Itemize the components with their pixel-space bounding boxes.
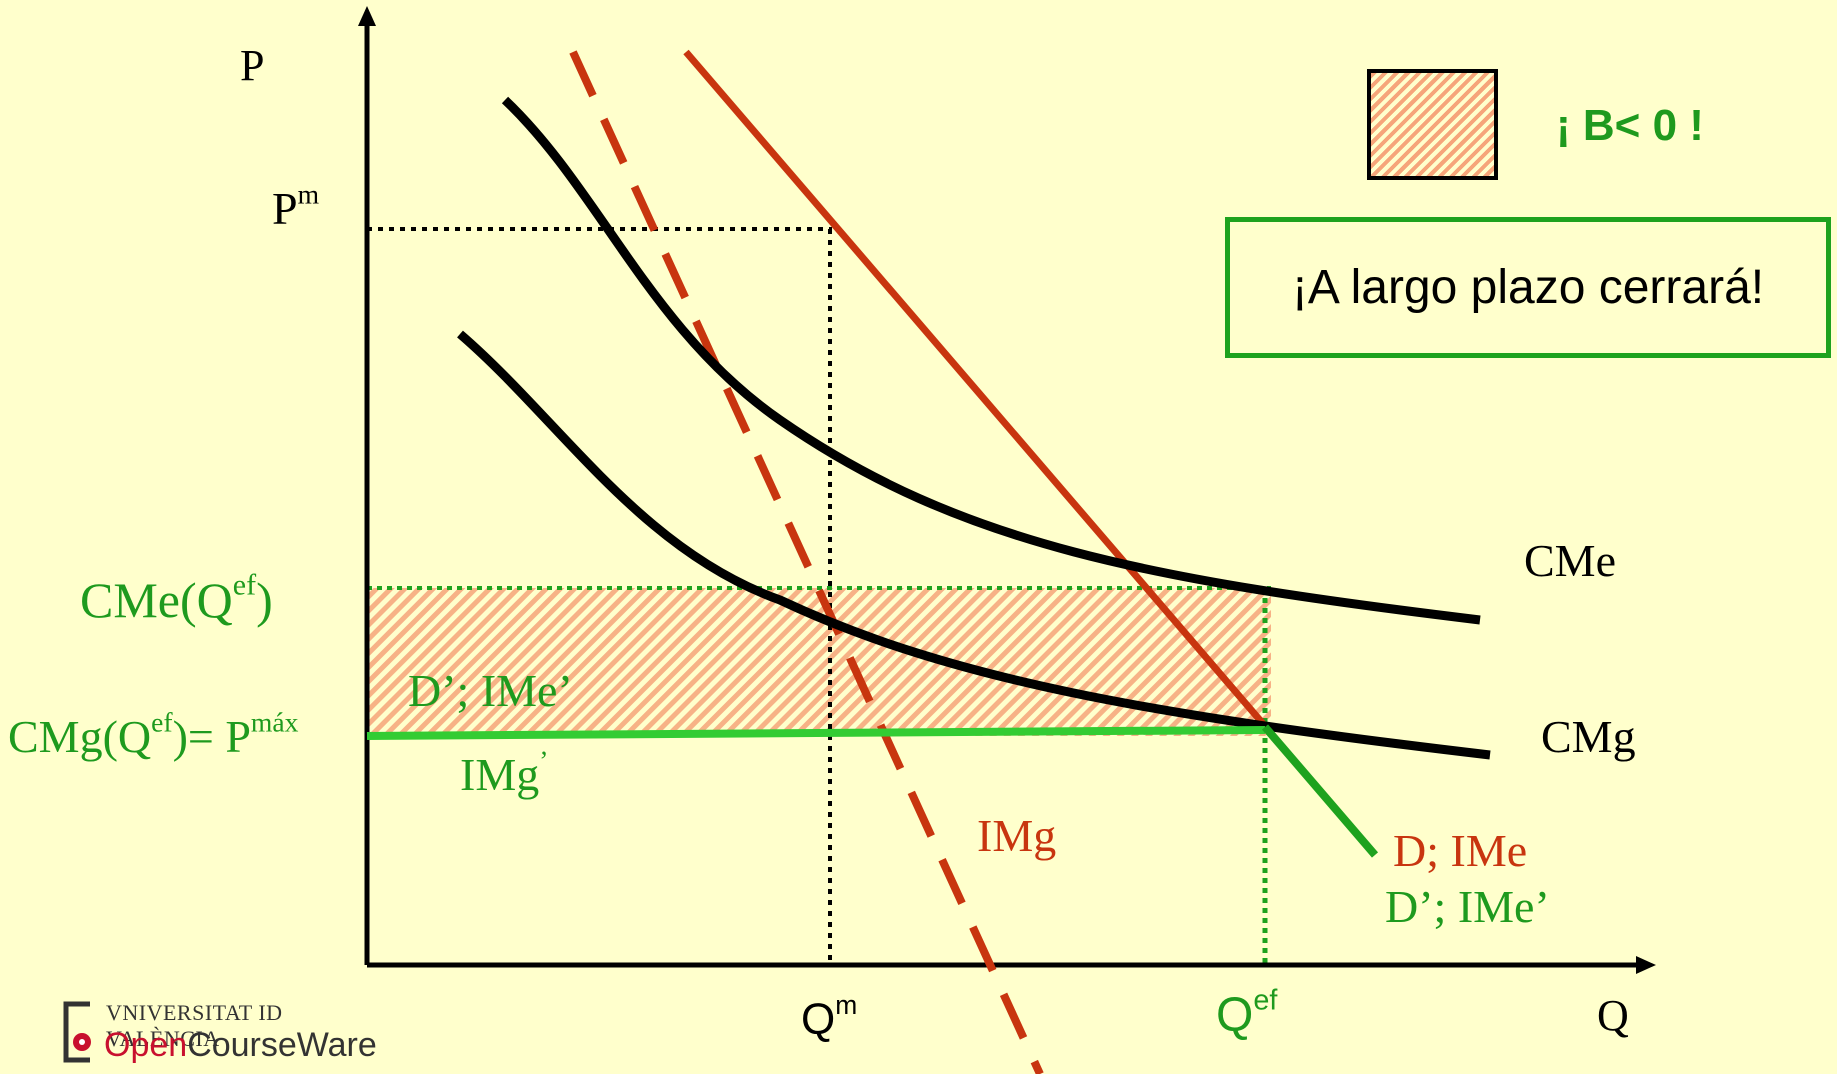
cme-qef-label: CMe(Qef) (80, 570, 273, 628)
qef-sup: ef (1253, 984, 1278, 1017)
price-axis-label: P (240, 44, 264, 88)
cmg-qef-a: CMg(Q (8, 711, 152, 762)
cmg-label: CMg (1541, 714, 1636, 760)
cme-qef-b: ) (256, 572, 273, 628)
marginal-revenue-curve (569, 50, 1044, 1074)
qef-label: Qef (1216, 986, 1277, 1042)
d-ime-prime-left-text: D’; IMe’ (408, 665, 573, 716)
d-ime-text: D; IMe (1393, 825, 1528, 876)
quantity-axis-label: Q (1597, 994, 1629, 1038)
pm-base: P (272, 183, 298, 234)
img-prime-base: IMg (460, 749, 540, 800)
price-axis-text: P (240, 41, 265, 90)
cme-qef-a: CMe(Q (80, 572, 233, 628)
pm-sup: m (297, 178, 320, 210)
d-ime-label: D; IMe (1393, 828, 1527, 874)
price-axis-arrow (358, 6, 376, 26)
demand-curve (683, 49, 1268, 729)
img-prime-sup: ’ (539, 744, 549, 776)
cme-label: CMe (1524, 538, 1616, 584)
opencourseware-logo: VNIVERSITAT ID VALÈNCIA OpenCourseWare (60, 998, 400, 1064)
cmg-qef-b: )= P (172, 711, 251, 762)
long-run-message: ¡A largo plazo cerrará! (1291, 261, 1765, 314)
regulated-demand-segment (1261, 724, 1379, 858)
quantity-axis-arrow (1636, 956, 1656, 974)
d-ime-prime-left-label: D’; IMe’ (408, 668, 573, 714)
d-ime-prime-right-label: D’; IMe’ (1385, 884, 1550, 930)
regulated-price-line (366, 726, 1266, 740)
cmg-qef-sup2: máx (250, 706, 299, 738)
cmg-text: CMg (1541, 711, 1636, 762)
quantity-axis-text: Q (1597, 991, 1629, 1040)
img-text: IMg (977, 810, 1057, 861)
marginal-cost-curve (457, 330, 1491, 760)
cme-qef-sup: ef (232, 568, 257, 602)
qm-label: Qm (801, 992, 857, 1044)
logo-open-text: Open (104, 1026, 188, 1064)
profit-label: ¡ B< 0 ! (1556, 104, 1704, 148)
img-label: IMg (977, 813, 1056, 859)
logo-university-text: VNIVERSITAT ID VALÈNCIA (106, 1000, 283, 1051)
qm-base: Q (801, 995, 836, 1044)
cme-text: CMe (1524, 535, 1616, 586)
profit-text: ¡ B< 0 ! (1556, 101, 1704, 150)
loss-legend-swatch (1367, 69, 1498, 180)
university-emblem-icon (63, 1001, 91, 1063)
img-prime-label: IMg’ (460, 746, 548, 800)
pm-label: Pm (272, 180, 319, 234)
logo-ocw-text: OpenCourseWare (104, 1026, 377, 1065)
qm-sup: m (835, 990, 858, 1021)
average-cost-curve (501, 96, 1481, 625)
d-ime-prime-right-text: D’; IMe’ (1385, 881, 1550, 932)
cmg-qef-sup: ef (151, 706, 173, 738)
logo-courseware-text: CourseWare (187, 1026, 377, 1064)
qef-base: Q (1216, 989, 1254, 1042)
cmg-qef-label: CMg(Qef)= Pmáx (8, 708, 298, 762)
long-run-message-box: ¡A largo plazo cerrará! (1225, 217, 1831, 358)
